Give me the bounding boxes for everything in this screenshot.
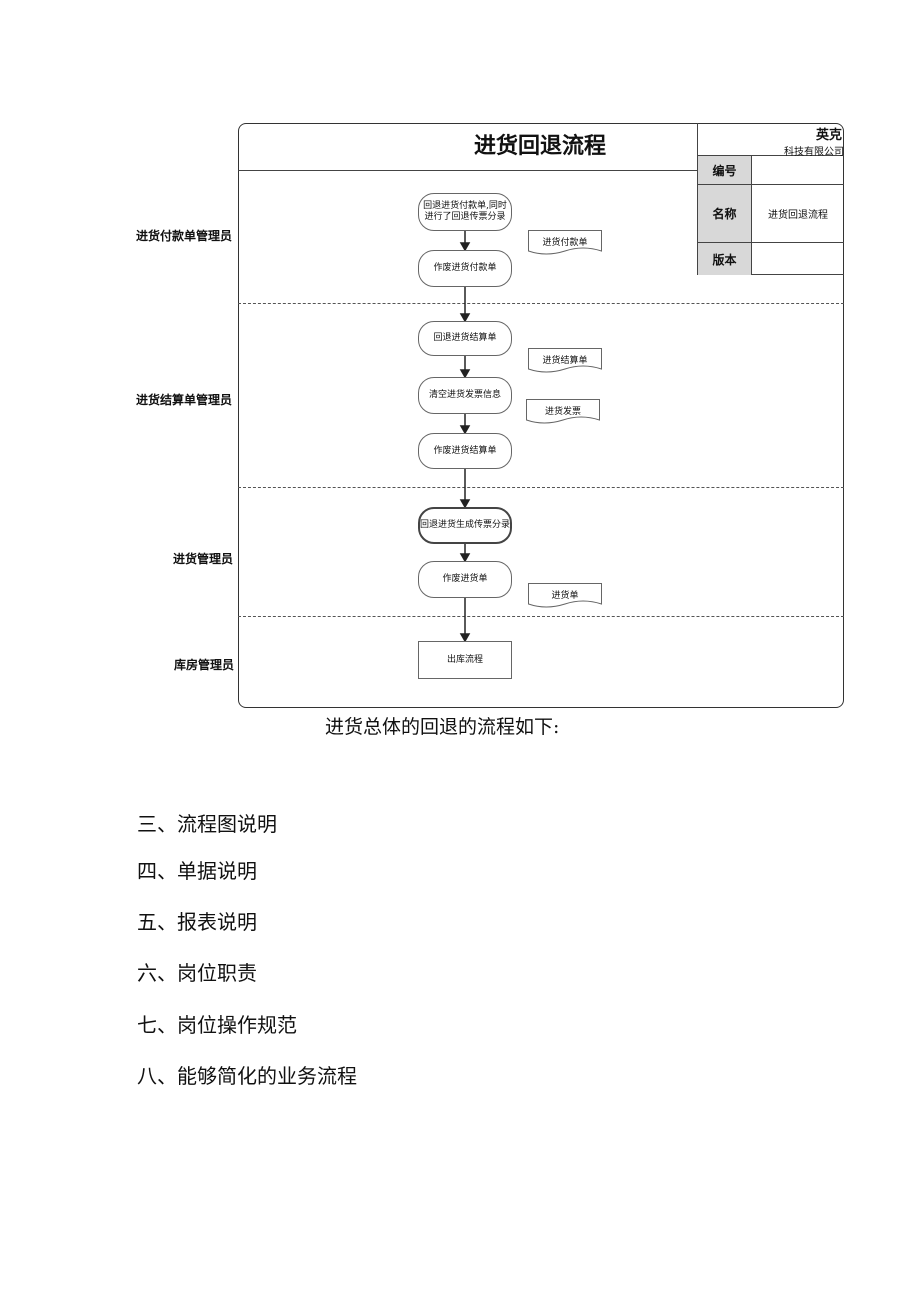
lane-label-purchase: 进货管理员 <box>173 552 234 566</box>
document-icon <box>528 230 602 255</box>
arrowhead <box>459 369 471 379</box>
company-block: 英克 科技有限公司 <box>698 124 844 158</box>
figure-caption: 进货总体的回退的流程如下: <box>325 716 560 738</box>
document-icon <box>528 583 602 608</box>
doc-label: 进货发票 <box>544 407 581 417</box>
arrowhead <box>459 499 471 509</box>
arrowhead <box>459 553 471 563</box>
doc-settlement-bill: 进货结算单 <box>528 348 602 374</box>
arrowhead <box>459 313 471 323</box>
diagram-title: 进货回退流程 <box>473 134 606 159</box>
company-full: 科技有限公司 <box>784 147 844 158</box>
section-heading: 六、岗位职责 <box>137 961 257 985</box>
doc-label: 进货结算单 <box>542 356 588 366</box>
lane-label-warehouse: 库房管理员 <box>174 658 235 672</box>
info-row-name: 名称 进货回退流程 <box>698 185 844 243</box>
info-row-number: 编号 <box>698 156 844 185</box>
doc-label: 进货付款单 <box>542 238 588 248</box>
section-heading: 四、单据说明 <box>137 859 257 883</box>
section-heading: 三、流程图说明 <box>137 812 277 836</box>
node-void-payment: 作废进货付款单 <box>418 250 512 287</box>
doc-payment-bill: 进货付款单 <box>528 230 602 256</box>
lane-label-payment: 进货付款单管理员 <box>136 229 233 243</box>
lane-divider <box>238 487 844 488</box>
node-rollback-purchase: 回退进货生成传票分录 <box>418 507 512 544</box>
info-key: 编号 <box>698 156 752 184</box>
company-name: 英克 <box>815 128 842 143</box>
info-table <box>697 123 844 275</box>
node-rollback-settlement: 回退进货结算单 <box>418 321 512 356</box>
flowchart-frame <box>238 123 844 708</box>
section-heading: 七、岗位操作规范 <box>137 1013 297 1037</box>
node-rollback-payment: 回退进货付款单,同时进行了回退传票分录 <box>418 193 512 231</box>
section-heading: 五、报表说明 <box>137 910 257 934</box>
doc-purchase-bill: 进货单 <box>528 583 602 609</box>
lane-divider <box>238 616 844 617</box>
arrowhead <box>459 633 471 643</box>
doc-invoice: 进货发票 <box>526 399 600 425</box>
section-heading: 八、能够简化的业务流程 <box>137 1064 357 1088</box>
arrowhead <box>459 242 471 252</box>
arrowhead <box>459 425 471 435</box>
node-void-settlement: 作废进货结算单 <box>418 433 512 469</box>
info-key: 版本 <box>698 243 752 275</box>
title-row-divider <box>238 170 698 171</box>
doc-label: 进货单 <box>551 591 579 601</box>
document-icon <box>526 399 600 424</box>
node-void-purchase: 作废进货单 <box>418 561 512 598</box>
document-icon <box>528 348 602 373</box>
info-value: 进货回退流程 <box>768 210 828 221</box>
node-outbound-process: 出库流程 <box>418 641 512 679</box>
info-key: 名称 <box>698 185 752 242</box>
lane-label-settlement: 进货结算单管理员 <box>136 393 233 407</box>
lane-divider <box>238 303 844 304</box>
node-clear-invoice: 清空进货发票信息 <box>418 377 512 414</box>
info-row-version: 版本 <box>698 243 844 275</box>
